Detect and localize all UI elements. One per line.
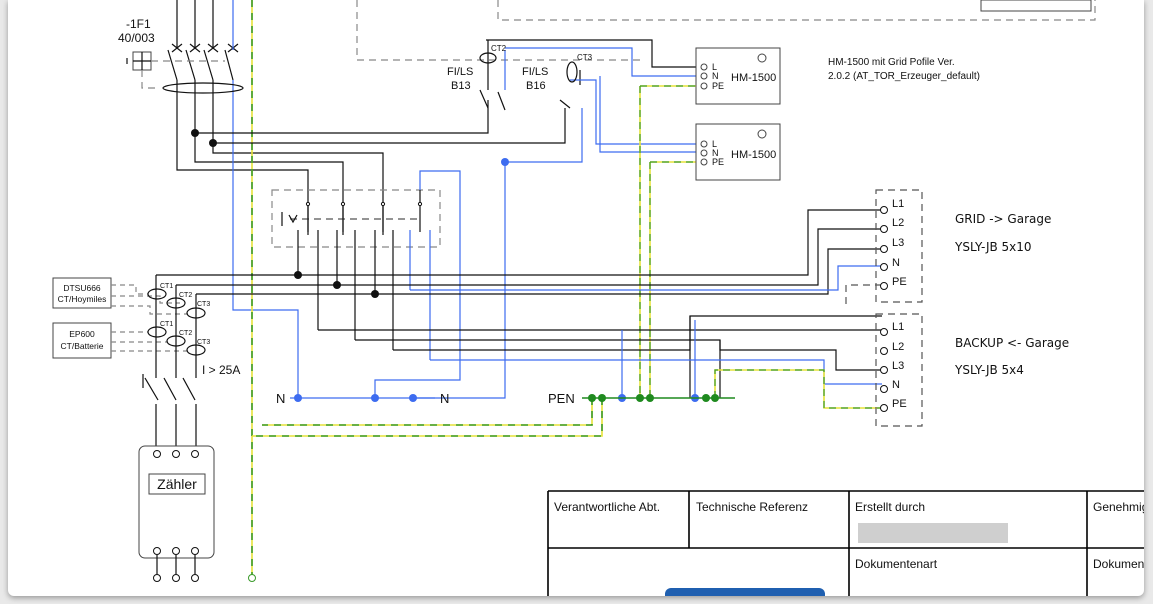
inverter-name: HM-1500 xyxy=(731,72,776,84)
svg-text:CT1: CT1 xyxy=(160,321,173,328)
rcbo-type: FI/LS xyxy=(447,66,473,78)
svg-text:CT1: CT1 xyxy=(160,283,173,290)
svg-text:Zähler: Zähler xyxy=(157,476,197,492)
svg-text:PE: PE xyxy=(712,81,724,91)
svg-text:CT3: CT3 xyxy=(197,339,210,346)
company-logo xyxy=(665,588,825,596)
svg-text:L3: L3 xyxy=(892,237,904,249)
energy-meter: Zähler xyxy=(138,445,215,582)
svg-text:L1: L1 xyxy=(892,198,904,210)
svg-text:L1: L1 xyxy=(892,321,904,333)
svg-text:L3: L3 xyxy=(892,360,904,372)
svg-text:Genehmigt: Genehmigt xyxy=(1093,500,1144,514)
svg-text:EP600: EP600 xyxy=(69,329,95,339)
breaker-rating: 40/003 xyxy=(118,31,155,45)
svg-text:N: N xyxy=(712,71,719,81)
rcbo-rating: B16 xyxy=(526,80,546,92)
svg-text:PE: PE xyxy=(892,398,907,410)
svg-text:L: L xyxy=(712,62,717,72)
svg-text:CT2: CT2 xyxy=(179,330,192,337)
wiring-diagram: -1F1 40/003 CT2 CT3 FI/LS B13 FI/LS B16 … xyxy=(52,0,1144,596)
svg-text:Dokumentenart: Dokumentenart xyxy=(855,557,938,571)
inverter-2: L N PE HM-1500 xyxy=(695,123,781,181)
ct-label: CT2 xyxy=(491,44,507,53)
pe-terminal xyxy=(248,574,256,582)
svg-text:PE: PE xyxy=(892,276,907,288)
svg-text:CT2: CT2 xyxy=(179,292,192,299)
enclosure-dashed xyxy=(356,0,640,61)
pen-label: PEN xyxy=(548,391,575,406)
svg-text:L2: L2 xyxy=(892,217,904,229)
current-note: I > 25A xyxy=(202,363,240,377)
svg-text:Verantwortliche Abt.: Verantwortliche Abt. xyxy=(554,500,660,514)
inverter-1: L N PE HM-1500 xyxy=(695,47,781,105)
enclosure-dashed xyxy=(497,0,1096,21)
grid-cable-type: YSLY-JB 5x10 xyxy=(954,240,1032,254)
title-block: Verantwortliche Abt. Technische Referenz… xyxy=(547,490,1144,596)
ct-label: CT3 xyxy=(577,53,593,62)
backup-cable-title: BACKUP <- Garage xyxy=(955,336,1069,350)
svg-text:Dokument: Dokument xyxy=(1093,557,1144,571)
backup-cable-type: YSLY-JB 5x4 xyxy=(954,363,1024,377)
svg-text:CT/Hoymiles: CT/Hoymiles xyxy=(58,294,107,304)
svg-text:L2: L2 xyxy=(892,341,904,353)
inverter-name: HM-1500 xyxy=(731,149,776,161)
inverter-note: 2.0.2 (AT_TOR_Erzeuger_default) xyxy=(828,71,980,82)
svg-text:PE: PE xyxy=(712,157,724,167)
neutral-label: N xyxy=(276,391,285,406)
breaker-name: -1F1 xyxy=(126,17,151,31)
grid-terminal-block: L1 L2 L3 N PE xyxy=(875,189,923,303)
grid-cable-title: GRID -> Garage xyxy=(955,212,1051,226)
main-breaker: -1F1 40/003 xyxy=(118,0,384,398)
rcbo-type: FI/LS xyxy=(522,66,548,78)
svg-text:L: L xyxy=(712,139,717,149)
svg-text:N: N xyxy=(712,148,719,158)
svg-text:N: N xyxy=(892,257,900,269)
device-box xyxy=(980,0,1092,12)
svg-text:CT3: CT3 xyxy=(197,301,210,308)
svg-text:DTSU666: DTSU666 xyxy=(63,283,101,293)
transfer-switch xyxy=(271,170,461,398)
meter-ep600: EP600 CT/Batterie CT1 CT2 CT3 xyxy=(52,321,210,359)
redacted-name xyxy=(858,523,1008,543)
meter-dtsu666: DTSU666 CT/Hoymiles CT1 CT2 CT3 xyxy=(52,277,210,319)
inverter-note: HM-1500 mit Grid Pofile Ver. xyxy=(828,57,955,68)
rcbo-rating: B13 xyxy=(451,80,471,92)
svg-text:Technische Referenz: Technische Referenz xyxy=(696,500,808,514)
svg-text:Erstellt durch: Erstellt durch xyxy=(855,500,925,514)
junction-dots xyxy=(191,129,379,298)
schematic-sheet: -1F1 40/003 CT2 CT3 FI/LS B13 FI/LS B16 … xyxy=(8,0,1144,596)
backup-terminal-block: L1 L2 L3 N PE xyxy=(875,313,923,427)
svg-text:N: N xyxy=(892,379,900,391)
svg-text:CT/Batterie: CT/Batterie xyxy=(61,341,104,351)
neutral-label: N xyxy=(440,391,449,406)
